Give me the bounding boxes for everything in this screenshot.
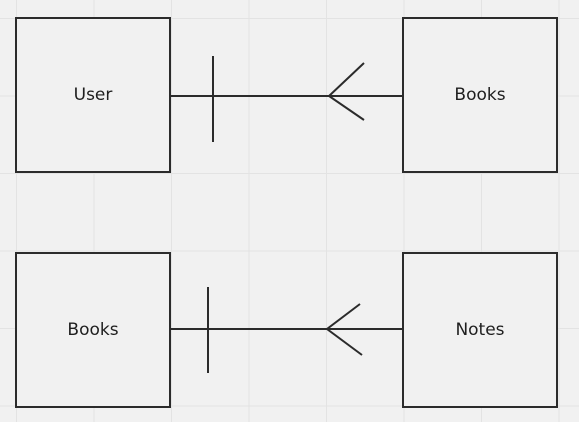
entity-notes[interactable]: Notes [402, 252, 558, 408]
entity-user[interactable]: User [15, 17, 171, 173]
entity-label: Books [67, 320, 119, 340]
entity-label: Notes [455, 320, 505, 340]
cardinality-many-marker [327, 62, 365, 121]
entity-books-bottom[interactable]: Books [15, 252, 171, 408]
cardinality-many-marker [325, 303, 363, 356]
relationship-books-notes[interactable] [171, 287, 402, 373]
entity-label: Books [454, 85, 506, 105]
entity-books-top[interactable]: Books [402, 17, 558, 173]
relationship-user-books[interactable] [171, 56, 402, 142]
entity-label: User [73, 85, 113, 105]
